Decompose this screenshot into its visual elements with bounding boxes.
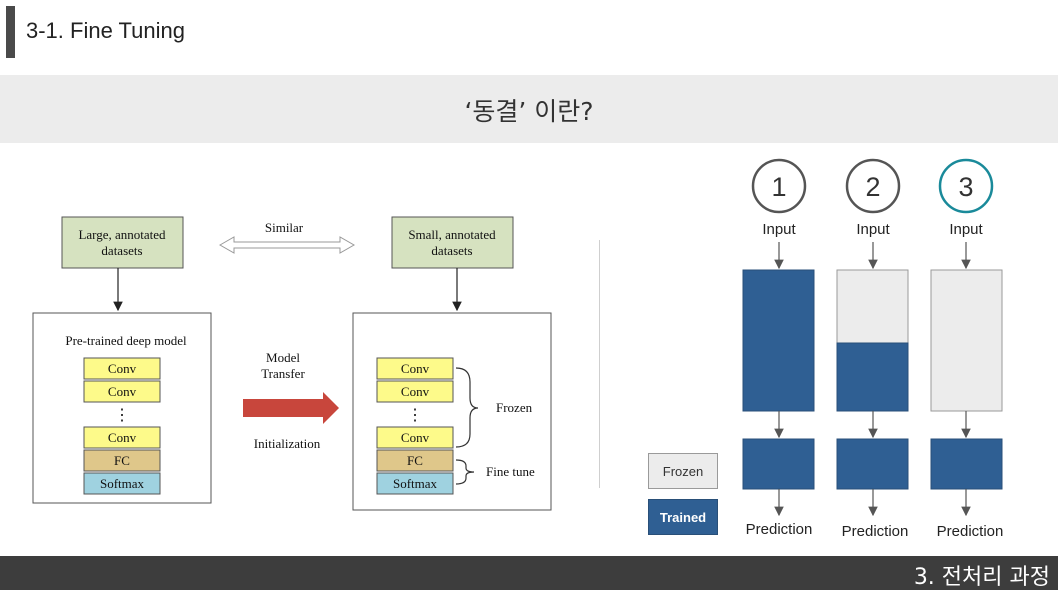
strategy-3-prediction-label: Prediction [937,523,1004,540]
transfer-learning-diagram: Large, annotated datasets Small, annotat… [32,216,552,511]
strategy-1-number: 1 [771,172,786,202]
small-dataset-box [391,216,514,269]
title-accent-bar [6,6,15,58]
strategy-1-prediction-label: Prediction [746,521,813,538]
layer-fc-label: FC [114,453,130,468]
small-dataset-line1: Small, annotated [408,227,496,242]
finetune-label: Fine tune [486,464,535,479]
layer-softmax [83,472,161,495]
strategy-1-number-circle [751,158,807,214]
ft-layer-fc-label: FC [407,453,423,468]
ft-layer-conv-3-label: Conv [401,430,430,445]
frozen-brace [455,367,479,448]
strategy-2-conv-block-trained [836,342,909,412]
layer-conv-2 [83,380,161,403]
layer-fc [83,449,161,472]
freezing-strategies-diagram: 1 Input Prediction 2 Input Prediction 3 … [742,158,1004,540]
ft-layer-softmax [376,472,454,495]
strategy-3-number-circle [938,158,994,214]
layer-softmax-label: Softmax [100,476,145,491]
pretrained-title: Pre-trained deep model [65,333,187,348]
ft-layer-softmax-label: Softmax [393,476,438,491]
strategy-2-input-label: Input [856,221,890,238]
ft-layer-conv-1-label: Conv [401,361,430,376]
ft-layer-conv-2-label: Conv [401,384,430,399]
layer-ellipsis: ⋮ [114,407,130,424]
large-dataset-line2: datasets [101,243,142,258]
ft-layer-ellipsis: ⋮ [407,407,423,424]
subtitle-band [0,75,1058,143]
initialization-label: Initialization [254,436,321,451]
layer-conv-3-label: Conv [108,430,137,445]
transfer-label-line1: Model [266,350,300,365]
ft-layer-fc [376,449,454,472]
strategy-2-classifier-trained [836,438,909,490]
strategy-2-number: 2 [865,172,880,202]
transfer-arrow [243,392,339,424]
strategy-2-prediction-label: Prediction [842,523,909,540]
strategy-1-classifier-trained [742,438,815,490]
slide-title: 3-1. Fine Tuning [26,18,185,43]
strategy-1-conv-block-trained [742,269,815,412]
layer-conv-1 [83,357,161,380]
ft-layer-conv-2 [376,380,454,403]
strategy-2-number-circle [845,158,901,214]
transfer-label-line2: Transfer [261,366,305,381]
similar-double-arrow [218,236,356,254]
ft-layer-conv-1 [376,357,454,380]
section-divider [599,240,600,488]
legend-frozen: Frozen [648,453,718,489]
strategy-1-input-label: Input [762,221,796,238]
strategy-2-conv-block-frozen [836,269,909,344]
strategy-3-number: 3 [958,172,973,202]
strategy-3-conv-block-frozen [930,269,1003,412]
finetune-brace [455,459,475,485]
large-dataset-box [61,216,184,269]
legend-trained: Trained [648,499,718,535]
ft-layer-conv-3 [376,426,454,449]
subtitle: ‘동결’ 이란? [464,97,594,126]
layer-conv-2-label: Conv [108,384,137,399]
strategy-3-classifier-trained [930,438,1003,490]
similar-label: Similar [265,220,304,235]
small-dataset-line2: datasets [431,243,472,258]
strategy-3-input-label: Input [949,221,983,238]
frozen-label: Frozen [496,400,533,415]
footer-section-label: 3. 전처리 과정 [913,565,1050,590]
large-dataset-line1: Large, annotated [78,227,166,242]
layer-conv-1-label: Conv [108,361,137,376]
layer-conv-3 [83,426,161,449]
footer-bar [0,556,1058,590]
